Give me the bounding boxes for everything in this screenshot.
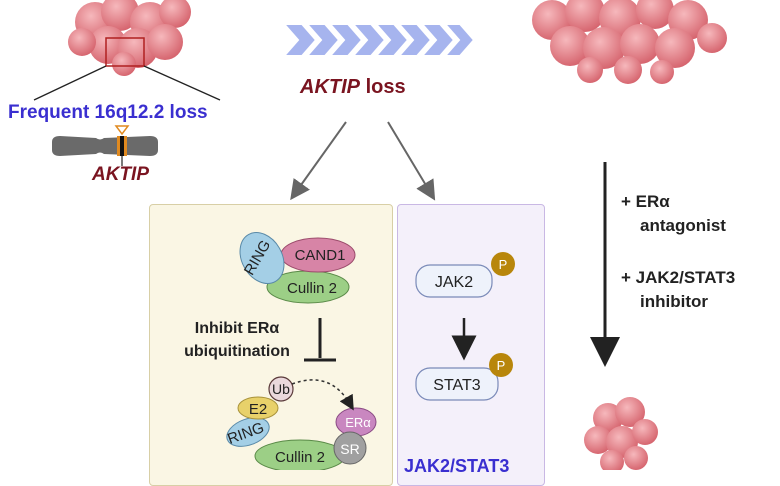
inhibition-symbol (304, 318, 336, 362)
era-label: ERα (345, 415, 371, 430)
e2-shape (237, 396, 279, 420)
diagram-canvas (33, 0, 727, 470)
stat3-phospho-icon (489, 353, 513, 377)
arrow-to-right-panel (387, 121, 436, 201)
sr-shape (333, 431, 367, 465)
jak2-phospho-icon (491, 252, 515, 276)
inhibit-line-1: Inhibit ERα (194, 320, 280, 337)
cand1-label: CAND1 (295, 247, 346, 264)
bottom-complex: Ub E2 RING Cullin 2 ERα SR (225, 376, 377, 470)
ring-bottom-shape (226, 417, 270, 447)
jak2-phospho-label: P (499, 257, 508, 272)
treatment-line-3: + JAK2/STAT3 (621, 268, 736, 287)
aktip-loss-suffix: loss (365, 76, 406, 98)
cullin2-top-label: Cullin 2 (287, 280, 337, 297)
inhibit-line-2: ubiquitination (184, 343, 290, 360)
jak2-label: JAK2 (435, 274, 473, 291)
progression-chevron-icon (281, 23, 476, 57)
chromosome-icon (52, 125, 158, 166)
sr-label: SR (340, 441, 359, 457)
tumor-cluster-large-icon (532, 0, 727, 84)
e2-label: E2 (249, 401, 267, 418)
aktip-loss-label: AKTIP loss (300, 76, 406, 99)
arrow-to-left-panel (290, 121, 347, 201)
treatment-line-4: inhibitor (640, 292, 708, 311)
ub-shape (268, 376, 294, 402)
stat3-node: STAT3 P (415, 353, 513, 401)
tumor-cluster-small-icon (33, 0, 221, 101)
chromosome-gene-label: AKTIP (92, 164, 149, 185)
top-complex: RING CAND1 Cullin 2 (239, 232, 356, 304)
jak2-node: JAK2 P (415, 252, 515, 298)
treatment-line-1: + ERα (621, 192, 670, 211)
aktip-loss-gene: AKTIP (300, 76, 360, 98)
stat3-label: STAT3 (433, 377, 481, 394)
tumor-cluster-reduced-icon (584, 397, 658, 470)
treatment-line-2: antagonist (640, 216, 726, 235)
ring-top-shape (239, 232, 285, 284)
jak-stat-footer: JAK2/STAT3 (404, 456, 510, 476)
panel-contents: RING CAND1 Cullin 2 Ub E2 RING Cullin 2 … (225, 232, 515, 470)
chromosome-loss-label: Frequent 16q12.2 loss (8, 102, 208, 123)
stat3-phospho-label: P (497, 358, 506, 373)
ub-label: Ub (272, 381, 290, 397)
inhibit-text: Inhibit ERα ubiquitination (162, 317, 312, 363)
cullin2-bottom-label: Cullin 2 (275, 449, 325, 466)
